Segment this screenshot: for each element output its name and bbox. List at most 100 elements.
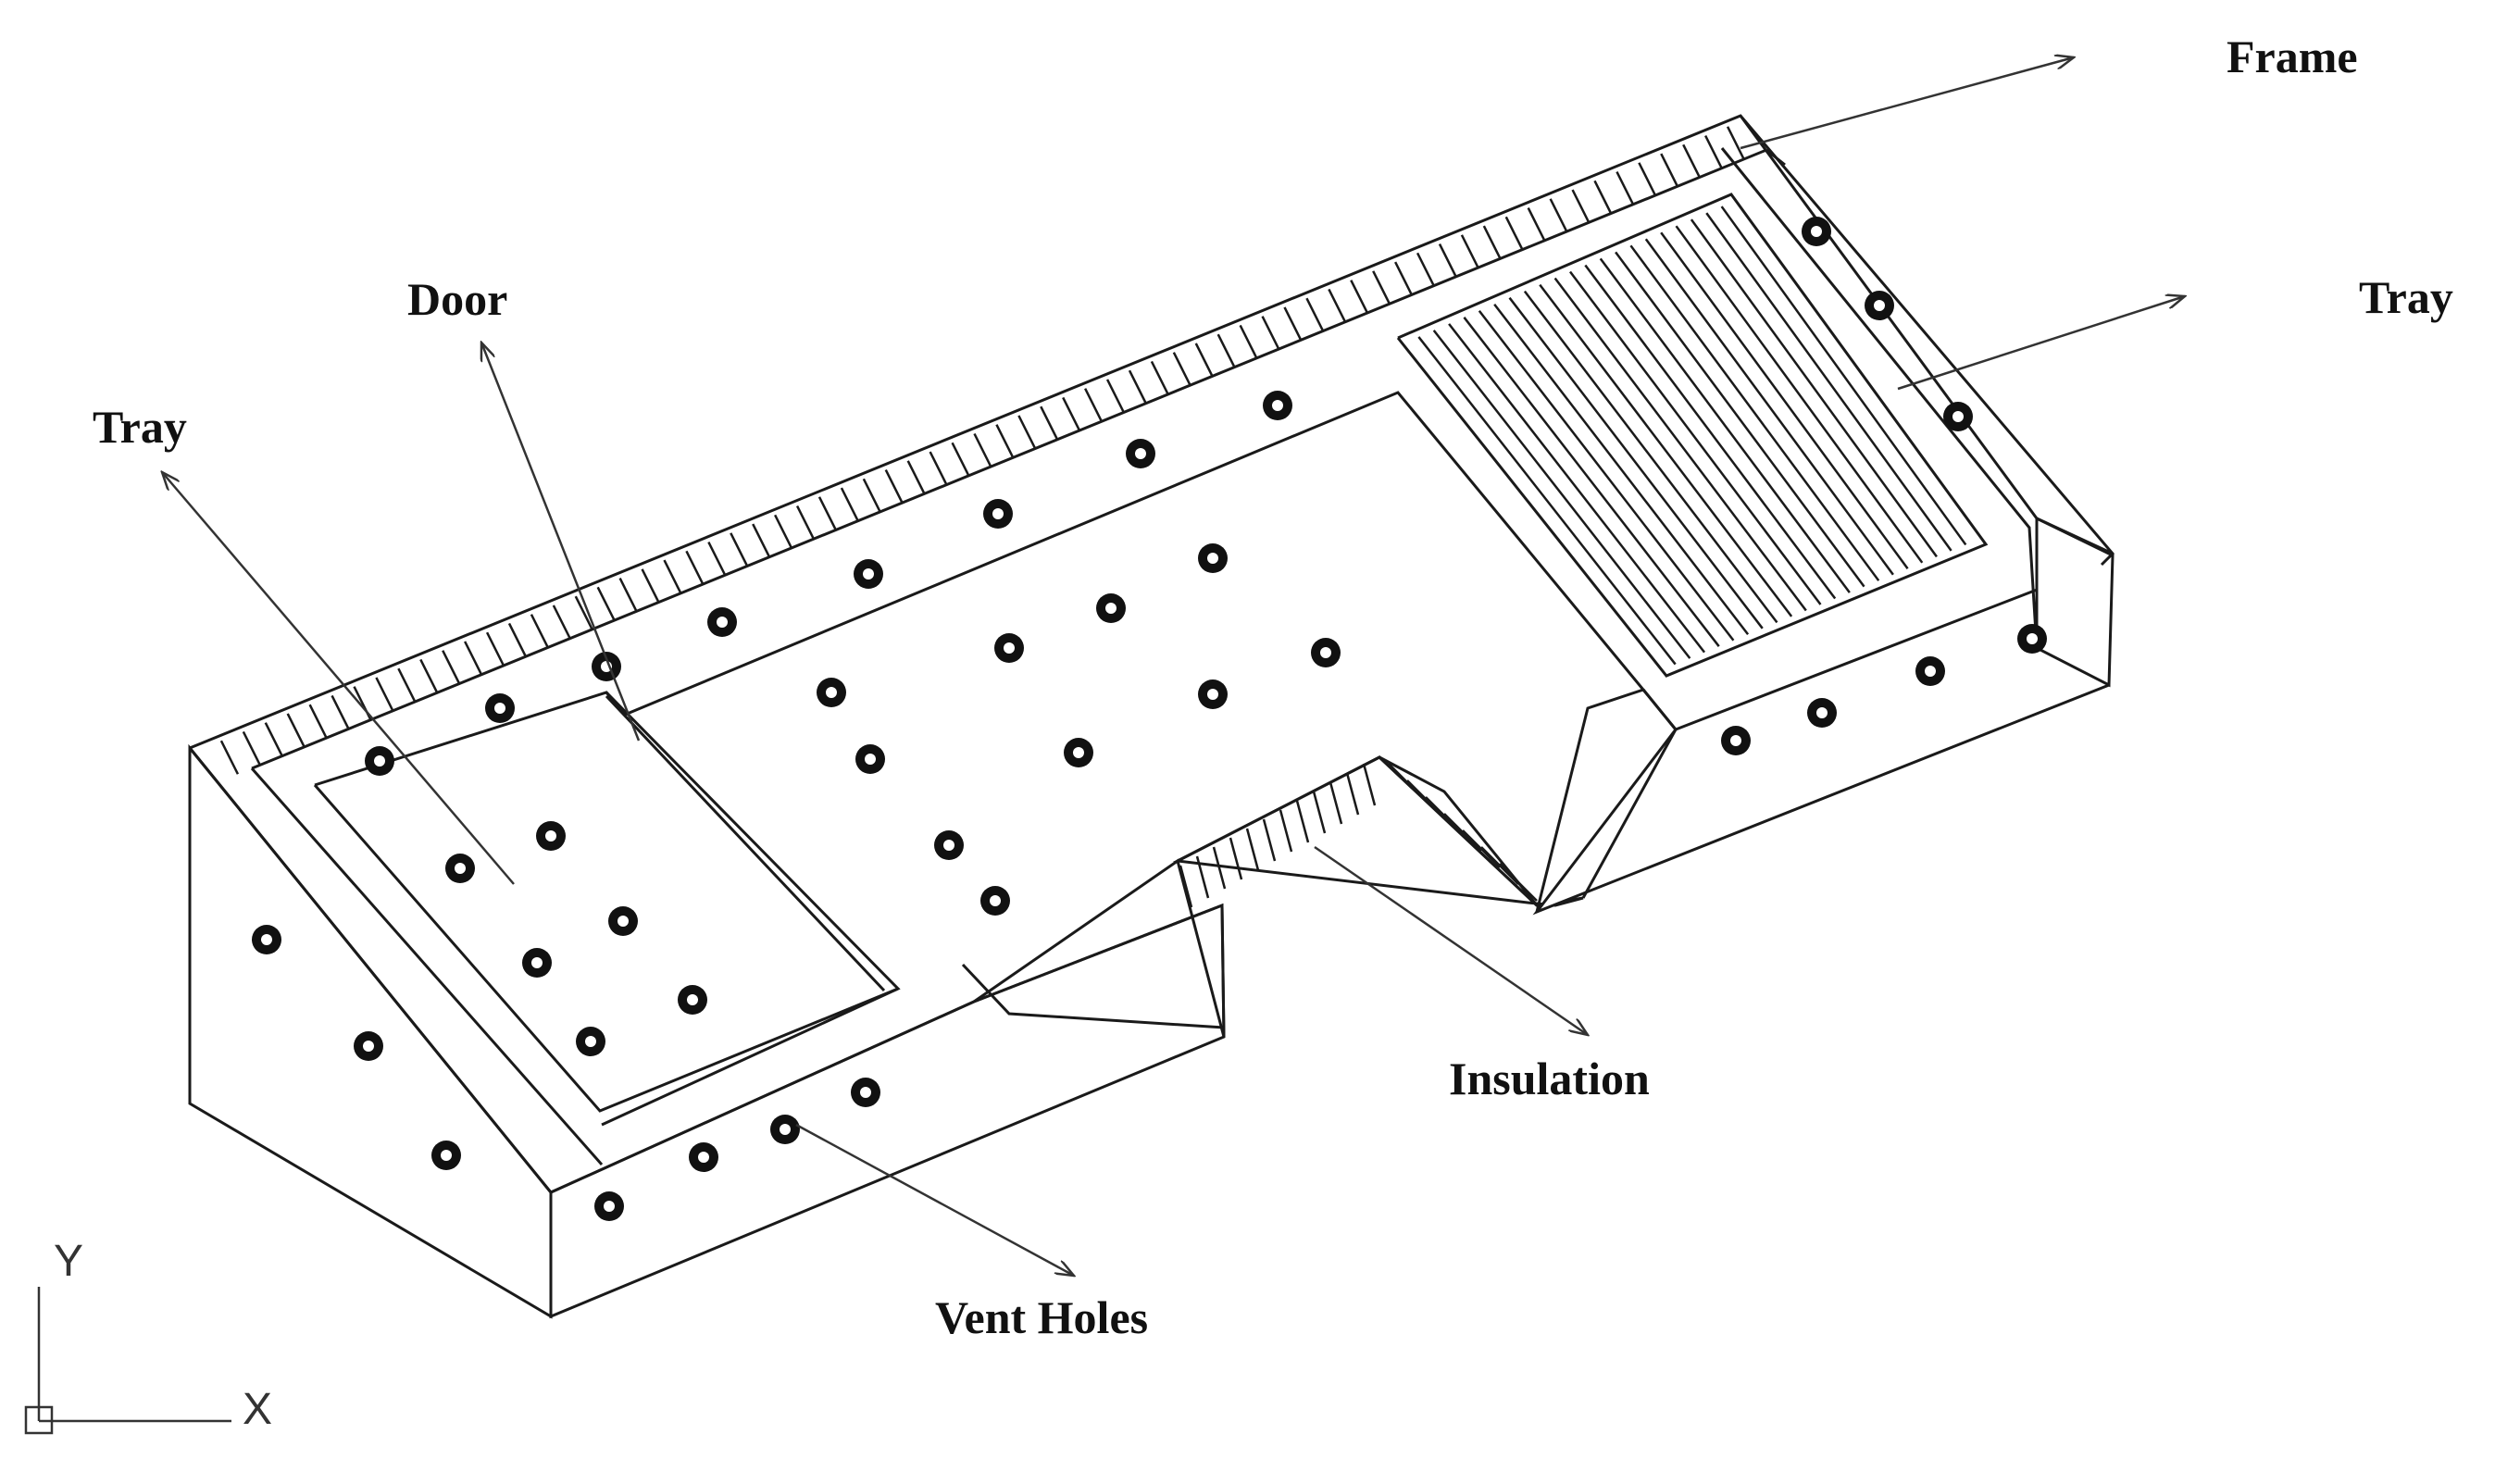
hatch-line <box>1704 134 1724 170</box>
tray-left-label: Tray <box>93 401 187 453</box>
hatch-line <box>1345 772 1360 816</box>
hatch-line <box>1569 270 1822 605</box>
vent-holes-leader <box>795 1123 1074 1276</box>
hatch-line <box>219 740 240 775</box>
hatch-line <box>286 713 306 748</box>
hatch-line <box>1040 405 1059 441</box>
hatch-line <box>1416 252 1436 287</box>
hatch-line <box>707 542 727 577</box>
hatch-line <box>641 568 660 604</box>
hatch-line <box>1362 763 1377 806</box>
hatch-line <box>840 487 860 522</box>
front-top-edge <box>550 903 1226 1194</box>
labels: Frame Tray Door Tray Insulation Vent Hol… <box>93 31 2453 1343</box>
door-leader <box>481 343 641 742</box>
hatch-line <box>464 641 483 676</box>
hatch-line <box>264 722 283 757</box>
hatch-line <box>1616 170 1635 206</box>
hatch-line <box>1417 336 1677 666</box>
hatch-line <box>1720 206 1967 546</box>
dryer-body <box>188 516 2115 1319</box>
hatch-line <box>1295 800 1310 843</box>
hatch-line <box>1443 813 1482 852</box>
hatch-line <box>1584 264 1837 600</box>
hatch-line <box>1448 323 1706 654</box>
hatch-line <box>1406 779 1445 818</box>
hatch-line <box>1283 306 1303 342</box>
hatch-line <box>1504 216 1524 251</box>
hatch-line <box>906 460 926 495</box>
hatch-line <box>1229 837 1243 880</box>
hatch-line <box>1194 343 1214 378</box>
hatch-line <box>1726 126 1746 161</box>
hatch-line <box>1261 316 1280 351</box>
tray-right-leader <box>1897 296 2185 391</box>
vent-hole-center <box>2027 633 2038 644</box>
hatch-line <box>507 622 528 657</box>
hatch-line <box>397 667 417 703</box>
hatch-line <box>375 677 394 712</box>
hatch-line <box>242 730 261 767</box>
hatch-line <box>1388 763 1427 802</box>
top-surface <box>188 114 2115 1194</box>
vent-hole-center <box>1874 300 1885 311</box>
hatch-line <box>1262 818 1277 862</box>
vent-hole-center <box>1004 642 1015 654</box>
vent-hole-center <box>1816 707 1828 718</box>
vent-holes-label: Vent Holes <box>935 1291 1148 1343</box>
hatch-line <box>1216 333 1236 368</box>
hatch-line <box>1660 153 1679 188</box>
hatch-line <box>1239 324 1258 359</box>
hatch-line <box>1438 243 1458 279</box>
hatch-line <box>574 595 593 630</box>
hatch-line <box>530 614 550 649</box>
vent-hole-center <box>826 687 837 698</box>
insulation-leader <box>1314 845 1588 1035</box>
vent-hole-center <box>494 703 505 714</box>
hatch-line <box>1462 829 1501 868</box>
vent-hole-center <box>698 1152 709 1163</box>
hatch-line <box>1172 352 1191 387</box>
hatch-line <box>1179 865 1193 908</box>
hatch-line <box>929 451 948 486</box>
hatch-line <box>1305 297 1325 332</box>
vent-hole-center <box>943 840 954 851</box>
tray-right-label: Tray <box>2359 271 2453 323</box>
vent-hole-center <box>990 895 1001 906</box>
hatch-line <box>1682 143 1702 179</box>
hatch-line <box>1527 207 1546 243</box>
hatch-line <box>1480 846 1519 885</box>
hatch-line <box>596 586 616 621</box>
hatch-line <box>1549 198 1568 233</box>
hatch-line <box>1128 369 1148 405</box>
vent-hole-center <box>717 617 728 628</box>
vent-hole-center <box>531 957 543 968</box>
vent-hole-center <box>1925 666 1936 677</box>
hatch-line <box>1644 238 1894 576</box>
center-panel-outline <box>624 391 1646 913</box>
vent-hole-center <box>455 863 466 874</box>
vent-hole-center <box>1811 226 1822 237</box>
vent-hole-center <box>585 1036 596 1047</box>
hatch-line <box>1705 212 1952 552</box>
hatch-line <box>1062 396 1081 432</box>
front-face-right <box>1532 562 2111 916</box>
hatch-line <box>419 658 439 693</box>
x-axis-label: X <box>243 1385 272 1434</box>
hatch-line <box>1328 288 1347 323</box>
vent-hole-center <box>604 1201 615 1212</box>
hatch-line <box>1460 234 1480 269</box>
vent-hole-center <box>1320 647 1331 658</box>
hatch-line <box>817 496 838 531</box>
leader-lines <box>162 57 2185 1276</box>
vent-hole-center <box>1952 411 1964 422</box>
hatch-line <box>618 578 638 613</box>
hatch-line <box>1478 310 1735 642</box>
vent-hole-center <box>1207 553 1218 564</box>
tray-mesh-hatching <box>1417 206 1967 666</box>
vent-hole-center <box>1135 448 1146 459</box>
notch-face <box>1172 755 1584 907</box>
hatch-line <box>795 505 816 541</box>
hatch-line <box>1523 290 1778 624</box>
hatch-line <box>1350 280 1369 315</box>
